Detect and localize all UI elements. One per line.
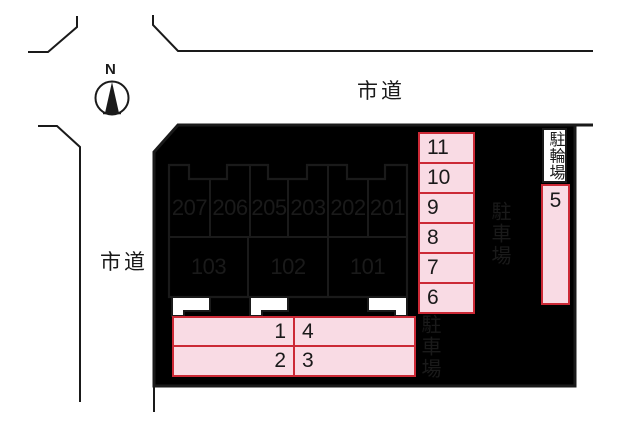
compass-north-label: N (105, 61, 116, 78)
compass-needle-icon (105, 82, 119, 113)
unit-cell-203: 203 (290, 195, 326, 220)
parking-space-4: 4 (293, 316, 416, 348)
unit-cell-103: 103 (190, 253, 227, 279)
road-line-northeast (152, 15, 593, 52)
parking-lot-bottom-label: 駐車場 (418, 314, 440, 380)
unit-cell-101: 101 (349, 253, 386, 279)
parking-space-5: 5 (541, 184, 570, 305)
unit-cell-201: 201 (369, 195, 406, 220)
parking-space-11: 11 (418, 132, 475, 164)
road-line-southwest (38, 125, 81, 402)
parking-space-7: 7 (418, 252, 475, 284)
bicycle-parking-box: 駐輪場 (542, 128, 567, 183)
road-line-northwest (28, 16, 78, 53)
parking-space-6: 6 (418, 282, 475, 314)
parking-space-2: 2 (172, 345, 295, 377)
parking-space-1: 1 (172, 316, 295, 348)
unit-cell-205: 205 (251, 195, 287, 220)
compass-icon (94, 80, 130, 116)
parking-space-9: 9 (418, 192, 475, 224)
unit-cell-207: 207 (171, 195, 208, 220)
parking-space-3: 3 (293, 345, 416, 377)
bottom-parking-grid: 1 4 2 3 (172, 316, 418, 379)
unit-cell-206: 206 (212, 195, 248, 220)
unit-cell-202: 202 (330, 195, 366, 220)
parking-space-8: 8 (418, 222, 475, 254)
parking-lot-right-label: 駐車場 (488, 201, 510, 267)
parking-space-10: 10 (418, 162, 475, 194)
road-top-label: 市道 (357, 80, 405, 103)
road-left-label: 市道 (100, 251, 148, 274)
bicycle-parking-label: 駐輪場 (546, 130, 564, 181)
unit-cell-102: 102 (270, 253, 306, 279)
